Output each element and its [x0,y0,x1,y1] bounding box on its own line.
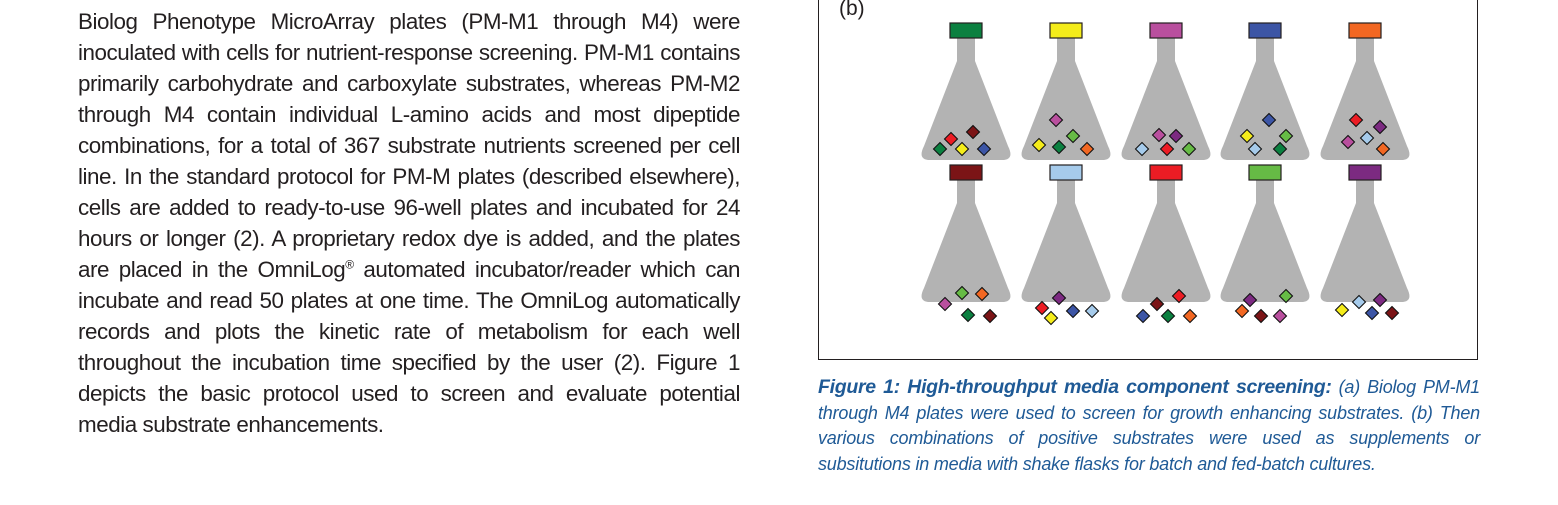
flask-cap [1348,22,1382,39]
substrate-diamond-ltgreen [1065,128,1081,144]
substrate-diamond-ltgreen [1181,141,1197,157]
substrate-diamond-ltblue [1351,294,1367,310]
flask-body [921,179,1011,302]
substrate-diamond-pink [1340,134,1356,150]
flask-pink [1121,22,1211,160]
flask-body [1121,37,1211,160]
flask-body [1220,37,1310,160]
flask-red [1121,164,1211,324]
substrate-diamond-blue [1135,308,1151,324]
flask-body [921,37,1011,160]
substrate-diamond-dkgreen [960,307,976,323]
substrate-diamond-orange [1234,303,1250,319]
substrate-diamond-pink [1151,127,1167,143]
substrate-diamond-purple [1051,290,1067,306]
substrate-diamond-purple [1372,292,1388,308]
substrate-diamond-blue [1065,303,1081,319]
flask-ltgreen [1220,164,1310,324]
substrate-diamond-yellow [1239,128,1255,144]
body-paragraph: Biolog Phenotype MicroArray plates (PM-M… [78,6,740,440]
substrate-diamond-maroon [982,308,998,324]
substrate-diamond-purple [1242,292,1258,308]
flask-purple [1320,164,1410,321]
flask-cap [949,164,983,181]
substrate-diamond-dkgreen [1051,139,1067,155]
flask-cap [1149,22,1183,39]
substrate-diamond-dkgreen [932,141,948,157]
substrate-diamond-yellow [1031,137,1047,153]
substrate-diamond-blue [1364,305,1380,321]
substrate-diamond-pink [1272,308,1288,324]
substrate-diamond-ltblue [1084,303,1100,319]
substrate-diamond-orange [974,286,990,302]
substrate-diamond-ltgreen [1278,128,1294,144]
substrate-diamond-yellow [954,141,970,157]
body-text-part1: Biolog Phenotype MicroArray plates (PM-M… [78,9,740,282]
substrate-diamond-yellow [1334,302,1350,318]
shake-flasks-illustration [921,22,1410,326]
substrate-diamond-maroon [1253,308,1269,324]
substrate-diamond-red [943,131,959,147]
substrate-diamond-ltgreen [1278,288,1294,304]
substrate-diamond-purple [1168,128,1184,144]
substrate-diamond-ltgreen [954,285,970,301]
substrate-diamond-ltblue [1134,141,1150,157]
substrate-diamond-orange [1182,308,1198,324]
substrate-diamond-ltblue [1247,141,1263,157]
substrate-diamond-red [1348,112,1364,128]
substrate-diamond-maroon [965,124,981,140]
flask-cap [1149,164,1183,181]
flask-maroon [921,164,1011,324]
substrate-diamond-purple [1372,119,1388,135]
caption-text: (a) Biolog PM-M1 through M4 plates were … [818,377,1480,474]
flask-cap [1049,164,1083,181]
figure-caption: Figure 1: High-throughput media componen… [818,375,1480,477]
substrate-diamond-ltblue [1359,130,1375,146]
substrate-diamond-dkgreen [1272,141,1288,157]
flask-cap [1248,164,1282,181]
substrate-diamond-pink [1048,112,1064,128]
flask-body [1320,37,1410,160]
substrate-diamond-maroon [1149,296,1165,312]
flask-cap [1248,22,1282,39]
flask-body [1220,179,1310,302]
flask-body [1121,179,1211,302]
flask-cap [1348,164,1382,181]
flask-cap [1049,22,1083,39]
substrate-diamond-maroon [1384,305,1400,321]
flask-orange [1320,22,1410,160]
substrate-diamond-dkgreen [1160,308,1176,324]
substrate-diamond-red [1034,300,1050,316]
flask-yellow [1021,22,1111,160]
substrate-diamond-pink [937,296,953,312]
substrate-diamond-orange [1079,141,1095,157]
substrate-diamond-red [1171,288,1187,304]
flask-body [1021,37,1111,160]
body-text-part2: automated incubator/reader which can inc… [78,257,740,437]
substrate-diamond-orange [1375,141,1391,157]
substrate-diamond-blue [1261,112,1277,128]
flask-body [1021,179,1111,302]
flask-cap [949,22,983,39]
registered-mark: ® [345,257,354,272]
substrate-diamond-blue [976,141,992,157]
flask-blue [1220,22,1310,160]
substrate-diamond-yellow [1043,310,1059,326]
substrate-diamond-red [1159,141,1175,157]
panel-label: (b) [839,0,865,20]
caption-title: Figure 1: High-throughput media componen… [818,376,1332,398]
flask-ltblue [1021,164,1111,326]
flask-body [1320,179,1410,302]
flask-dkgreen [921,22,1011,160]
